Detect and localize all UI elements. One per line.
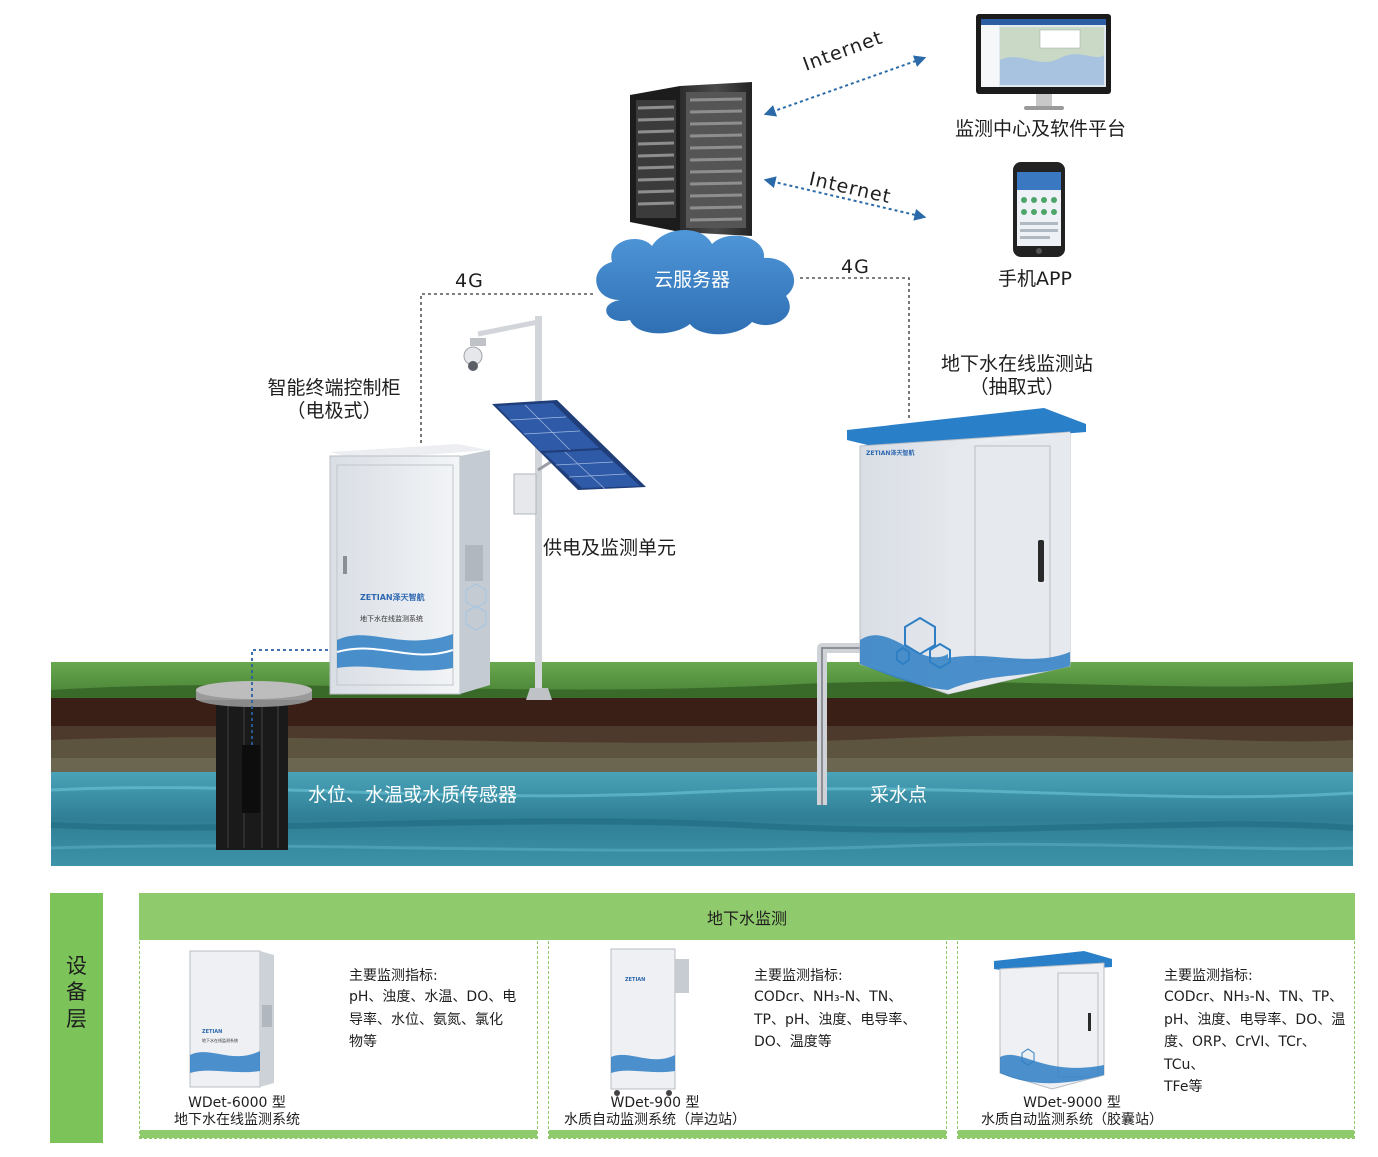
spec-title-2: 主要监测指标: — [754, 968, 843, 984]
sensor-cable — [251, 649, 334, 745]
label-mobile-app: 手机APP — [998, 268, 1072, 290]
card-bottom-bar — [549, 1130, 946, 1138]
device-image-wdet-900: ZETIAN — [610, 948, 689, 1096]
label-station-line2: （抽取式） — [969, 375, 1065, 398]
spec-line: TP、pH、浊度、电导率、 — [754, 1011, 917, 1028]
device-layer-side-label: 设 备 层 — [50, 893, 103, 1143]
svg-text:ZETIAN: ZETIAN — [202, 1029, 222, 1035]
spec-line: DO、温度等 — [754, 1034, 832, 1050]
spec-line: 导率、水位、氨氮、氯化 — [349, 1011, 503, 1028]
cabinet-logo: ZETIAN泽天智航 — [360, 593, 425, 602]
device-image-wdet-6000: ZETIAN 地下水在线监测系统 — [189, 950, 274, 1088]
spec-line: TFe等 — [1164, 1079, 1203, 1095]
card-bottom-bar — [140, 1130, 537, 1138]
link-4g-right-line — [800, 277, 910, 418]
spec-line: 物等 — [349, 1034, 377, 1050]
diagram-canvas — [50, 14, 1354, 866]
internet-arrow-top — [763, 55, 927, 117]
device-image-wdet-9000 — [994, 951, 1112, 1090]
device-caption-wdet-6000: 地下水在线监测系统 — [202, 1037, 238, 1043]
control-cabinet — [329, 444, 490, 695]
spec-line: CODcr、NH₃-N、TN、TP、 — [1164, 989, 1344, 1005]
power-monitoring-pole — [463, 316, 646, 700]
monitor-icon — [976, 14, 1111, 110]
panel-header-text: 地下水监测 — [706, 909, 787, 928]
monitoring-well — [196, 681, 312, 850]
model-description: 水质自动监测系统（岸边站） — [564, 1112, 746, 1128]
model-name-1: WDet-6000 型 地下水在线监测系统 — [162, 1095, 312, 1129]
label-station-line1: 地下水在线监测站 — [940, 353, 1093, 375]
spec-line: pH、浊度、电导率、DO、温 — [1164, 1011, 1346, 1028]
panel-header: 地下水监测 — [139, 893, 1355, 940]
spec-title-3: 主要监测指标: — [1164, 968, 1253, 984]
monitoring-station — [847, 408, 1086, 695]
spec-body-1: pH、浊度、水温、DO、电 导率、水位、氨氮、氯化 物等 — [349, 986, 516, 1054]
spec-body-2: CODcr、NH₃-N、TN、 TP、pH、浊度、电导率、 DO、温度等 — [754, 986, 916, 1054]
label-cabinet-line1: 智能终端控制柜 — [267, 377, 401, 399]
label-cabinet-title: 智能终端控制柜 （电极式） — [258, 377, 410, 423]
model-name-3: WDet-9000 型 水质自动监测系统（胶囊站） — [972, 1095, 1172, 1129]
label-4g-right: 4G — [841, 256, 870, 278]
model-description: 水质自动监测系统（胶囊站） — [981, 1112, 1163, 1128]
sampling-pipe — [817, 643, 866, 805]
label-sampling-point: 采水点 — [870, 784, 928, 806]
model-name-2: WDet-900 型 水质自动监测系统（岸边站） — [555, 1095, 755, 1129]
label-power-unit: 供电及监测单元 — [543, 537, 677, 559]
spec-line: 度、ORP、CrVI、TCr、TCu、 — [1164, 1034, 1316, 1073]
spec-title-1: 主要监测指标: — [349, 968, 438, 984]
cloud-icon — [596, 229, 795, 335]
link-4g-left-line — [420, 293, 596, 443]
device-card-wdet-9000: 主要监测指标: CODcr、NH₃-N、TN、TP、 pH、浊度、电导率、DO、… — [957, 941, 1355, 1139]
model-number: WDet-900 型 — [610, 1095, 700, 1111]
label-station-title: 地下水在线监测站 （抽取式） — [925, 353, 1109, 399]
server-rack-icon — [630, 82, 752, 236]
device-card-wdet-6000: ZETIAN 地下水在线监测系统 主要监测指标: pH、浊度、水温、DO、电 导… — [139, 941, 538, 1139]
label-4g-left: 4G — [455, 270, 484, 292]
spec-body-3: CODcr、NH₃-N、TN、TP、 pH、浊度、电导率、DO、温 度、ORP、… — [1164, 986, 1354, 1099]
device-card-wdet-900: ZETIAN 主要监测指标: CODcr、NH₃-N、TN、 TP、pH、浊度、… — [548, 941, 947, 1139]
model-number: WDet-9000 型 — [1023, 1095, 1121, 1111]
station-logo: ZETIAN泽天智航 — [866, 450, 915, 457]
label-cabinet-line2: （电极式） — [286, 399, 382, 422]
cabinet-caption: 地下水在线监测系统 — [360, 615, 423, 623]
phone-icon — [1013, 162, 1065, 257]
label-cloud-server: 云服务器 — [654, 269, 731, 291]
svg-text:ZETIAN: ZETIAN — [625, 977, 645, 983]
model-description: 地下水在线监测系统 — [174, 1112, 300, 1128]
card-bottom-bar — [958, 1130, 1354, 1138]
label-monitoring-center: 监测中心及软件平台 — [955, 118, 1127, 140]
spec-line: pH、浊度、水温、DO、电 — [349, 989, 517, 1005]
side-label-text: 设 备 层 — [66, 954, 87, 1031]
spec-line: CODcr、NH₃-N、TN、 — [754, 989, 903, 1005]
label-sensor: 水位、水温或水质传感器 — [308, 784, 518, 806]
model-number: WDet-6000 型 — [188, 1095, 286, 1111]
